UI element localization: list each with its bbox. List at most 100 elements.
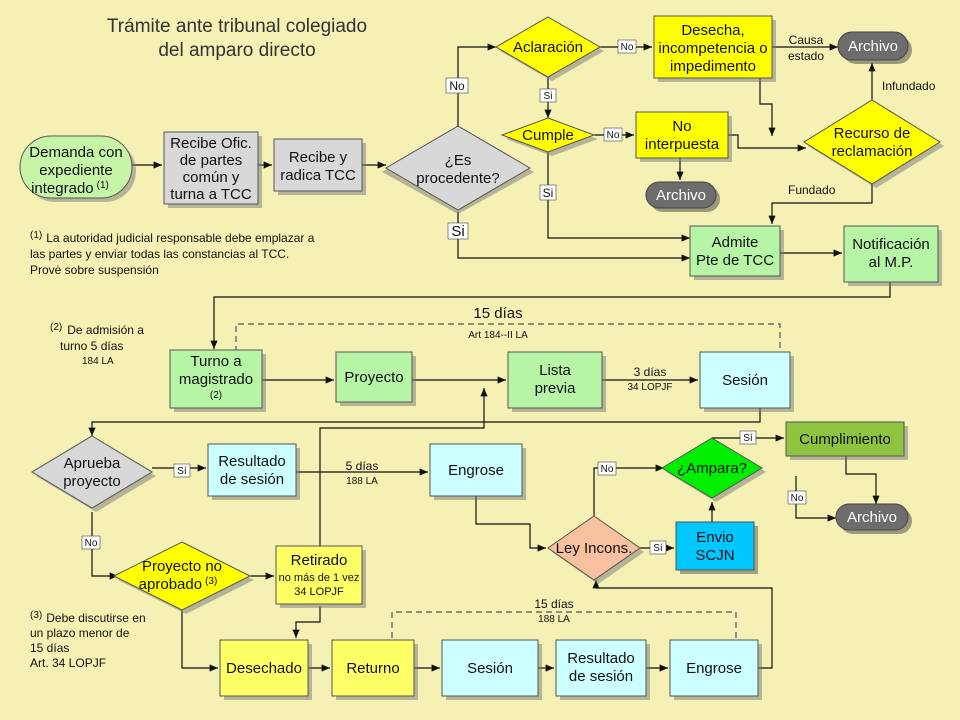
note2-line1: De admisión a <box>67 323 144 337</box>
label-188-la: 188 LA <box>346 476 378 487</box>
es-procedente-decision: ¿Es procedente? <box>382 125 534 214</box>
recibe-radica-node: Recibe y radica TCC <box>273 138 366 195</box>
admite-2: Pte de TCC <box>696 252 774 269</box>
recibe-ofic-3: común y <box>183 169 240 186</box>
label-no-aclaracion: No <box>621 42 634 53</box>
resultado-1: Resultado <box>218 453 286 470</box>
label-si-procedente: Si <box>451 223 464 240</box>
retirado-sub-2: 34 LOPJF <box>294 586 344 598</box>
engrose-node: Engrose <box>429 443 526 500</box>
svg-text:integrado(1): integrado(1) <box>31 180 109 197</box>
aclaracion-decision: Aclaración <box>494 16 604 81</box>
notificacion-node: Notificación al M.P. <box>843 225 942 286</box>
proyecto-no-2: aprobado <box>139 576 202 593</box>
demanda-label-3: integrado <box>31 180 94 197</box>
diagram-title-line1: Trámite ante tribunal colegiado <box>107 16 367 37</box>
label-3-dias: 3 días <box>634 365 667 379</box>
label-no-procedente: No <box>449 79 465 93</box>
cumplimiento-node: Cumplimiento <box>785 421 908 460</box>
label-no-cumple: No <box>607 130 620 141</box>
aclaracion-label: Aclaración <box>513 39 583 56</box>
label-188-la-bottom: 188 LA <box>538 614 570 625</box>
svg-text:(1)La autoridad judicial respo: (1) La autoridad judicial responsable deb… <box>30 230 315 245</box>
ampara-label: ¿Ampara? <box>677 460 747 477</box>
label-causa: Causa <box>789 33 824 47</box>
no-interpuesta-2: interpuesta <box>645 136 720 153</box>
es-procedente-1: ¿Es <box>445 152 472 169</box>
es-procedente-2: procedente? <box>416 170 499 187</box>
recibe-ofic-2: de partes <box>180 152 243 169</box>
envio-scjn-node: Envio SCJN <box>675 521 758 574</box>
desechado-node: Desechado <box>219 639 312 700</box>
diagram-title-line2: del amparo directo <box>158 40 315 61</box>
resultado-sesion-node: Resultado de sesión <box>207 443 300 500</box>
label-5-dias: 5 días <box>346 459 379 473</box>
demanda-label-1: Demanda con <box>29 144 122 161</box>
svg-text:(2)De admisión a: (2) De admisión a <box>50 322 144 337</box>
demanda-sup: (1) <box>97 180 109 191</box>
envio-2: SCJN <box>695 547 734 564</box>
label-infundado: Infundado <box>882 79 936 93</box>
label-no-aprueba: No <box>85 538 98 549</box>
archivo-top-label: Archivo <box>848 38 898 55</box>
engrose-bottom-node: Engrose <box>669 639 762 700</box>
recibe-radica-2: radica TCC <box>280 167 356 184</box>
aprueba-1: Aprueba <box>64 455 121 472</box>
sesion-node: Sesión <box>699 351 794 412</box>
archivo-mid-label: Archivo <box>656 187 706 204</box>
label-art-184: Art 184--II LA <box>468 330 528 341</box>
note1-line3: Provė sobre suspensión <box>30 263 159 277</box>
label-no-ampara: No <box>791 493 804 504</box>
aprueba-2: proyecto <box>63 473 121 490</box>
recibe-ofic-1: Recibe Ofic. <box>170 135 252 152</box>
resultado-bottom-2: de sesión <box>569 668 633 685</box>
archivo-mid: Archivo <box>645 181 720 212</box>
retirado-label: Retirado <box>291 552 348 569</box>
demanda-label-2: expediente <box>39 162 112 179</box>
proyecto-no-1: Proyecto no <box>142 558 222 575</box>
svg-text:(3)Debe discutirse en: (3)Debe discutirse en <box>30 610 146 625</box>
desecha-node: Desecha, incompetencia o impedimento <box>653 15 776 82</box>
label-si-cumple: Si <box>543 186 554 200</box>
no-interpuesta-node: No interpuesta <box>635 111 732 162</box>
note2-sup: (2) <box>50 322 62 333</box>
proyecto-node: Proyecto <box>335 351 416 406</box>
engrose-label: Engrose <box>448 462 504 479</box>
label-si-ley: Sí <box>653 543 663 554</box>
proyecto-no-aprobado-decision: Proyecto no aprobado(3) <box>112 541 254 614</box>
proyecto-label: Proyecto <box>344 369 403 386</box>
note1-line1: La autoridad judicial responsable debe e… <box>46 231 315 245</box>
recurso-reclamacion-decision: Recurso de reclamación <box>803 99 944 188</box>
notificacion-2: al M.P. <box>869 254 914 271</box>
admite-1: Admite <box>712 234 759 251</box>
archivo-top: Archivo <box>837 31 912 64</box>
recibe-ofic-4: turna a TCC <box>170 186 252 203</box>
svg-text:aprobado(3): aprobado(3) <box>139 576 218 593</box>
cumple-decision: Cumple <box>500 117 598 156</box>
sesion-bottom-label: Sesión <box>467 660 513 677</box>
archivo-bottom-label: Archivo <box>847 509 897 526</box>
archivo-bottom: Archivo <box>835 503 912 534</box>
note3-line2: un plazo menor de <box>30 626 130 640</box>
desecha-2: incompetencia o <box>658 40 767 57</box>
note1-sup: (1) <box>30 230 42 241</box>
notificacion-1: Notificación <box>852 236 930 253</box>
label-si-aclaracion: Si <box>544 91 553 102</box>
turno-node: Turno a magistrado (2) <box>169 349 266 412</box>
recibe-radica-1: Recibe y <box>289 149 348 166</box>
label-34-lopjf: 34 LOPJF <box>627 382 672 393</box>
lista-previa-1: Lista <box>539 362 571 379</box>
recurso-1: Recurso de <box>834 125 911 142</box>
resultado-2: de sesión <box>220 471 284 488</box>
lista-previa-node: Lista previa <box>507 351 606 412</box>
cumplimiento-label: Cumplimiento <box>799 431 891 448</box>
note2-line2: turno 5 días <box>60 339 123 353</box>
cumple-label: Cumple <box>522 127 574 144</box>
note3-line1: Debe discutirse en <box>46 611 145 625</box>
desechado-label: Desechado <box>226 660 302 677</box>
demanda-node: Demanda con expediente integrado(1) <box>19 135 136 202</box>
turno-sup: (2) <box>210 390 222 401</box>
label-si-ampara: Sí <box>743 433 753 444</box>
aprueba-proyecto-decision: Aprueba proyecto <box>31 435 156 512</box>
